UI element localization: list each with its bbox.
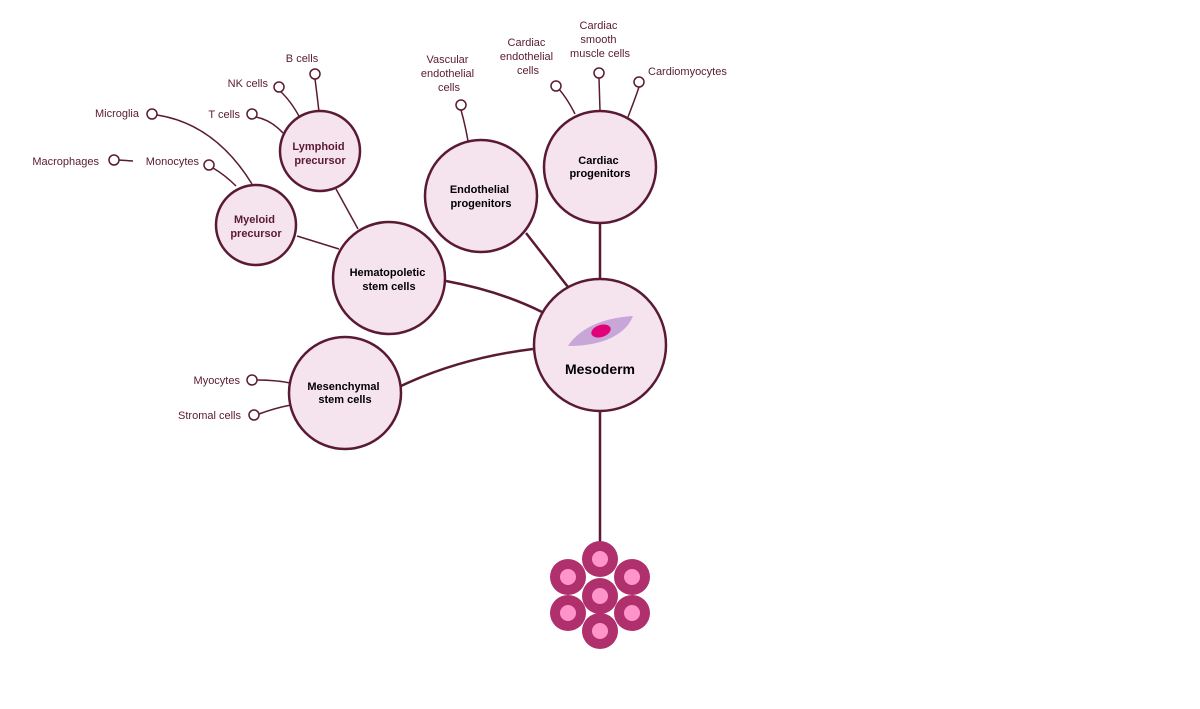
label-cardiac-endothelial-cells: Cardiac endothelial cells (500, 37, 556, 77)
label-vascular-endothelial-cells: Vascular endothelial cells (421, 54, 477, 94)
stem-myocytes (256, 379, 291, 384)
link-hematopoietic-myeloid (296, 235, 340, 250)
label-myeloid-precursor: Myeloid precursor (230, 214, 282, 240)
label-hematopoietic-stem-cells: Hematopoletic stem cells (350, 267, 429, 293)
label-cardiac-progenitors: Cardiac progenitors (569, 155, 630, 180)
dot-monocytes (203, 159, 215, 171)
stem-cardiomyocytes (627, 86, 640, 118)
dot-b-cells (309, 68, 321, 80)
label-b-cells: B cells (286, 53, 319, 65)
stem-b-cells (314, 78, 320, 113)
dot-stromal-cells (248, 409, 260, 421)
leaf-dots (108, 67, 645, 421)
cluster-cell-lower-right-nucleus (624, 605, 640, 621)
link-mesoderm-endothelial (525, 232, 569, 288)
cluster-cell-bottom (582, 613, 618, 649)
node-myeloid-precursor (214, 183, 298, 267)
link-hematopoietic-lymphoid (335, 188, 359, 230)
label-myocytes: Myocytes (194, 375, 241, 387)
label-macrophages: Macrophages (32, 156, 99, 168)
embryo-cell-cluster-icon (550, 541, 650, 649)
leaf-labels: Cardiac endothelial cells Cardiac smooth… (32, 20, 727, 422)
cluster-cell-top-nucleus (592, 551, 608, 567)
dot-cardiac-endothelial (550, 80, 562, 92)
label-mesenchymal-stem-cells: Mesenchymal stem cells (307, 381, 382, 406)
dot-t-cells (246, 108, 258, 120)
cluster-cell-upper-left-nucleus (560, 569, 576, 585)
cluster-cell-lower-right (614, 595, 650, 631)
node-mesoderm (532, 277, 668, 413)
dot-myocytes (246, 374, 258, 386)
stem-microglia (156, 114, 253, 185)
stem-t-cells (255, 116, 284, 134)
label-microglia: Microglia (95, 108, 140, 120)
stem-macrophages (117, 159, 134, 162)
stem-cardiac-smooth-muscle (598, 77, 601, 112)
label-t-cells: T cells (208, 109, 240, 121)
connectors (117, 77, 640, 548)
node-endothelial-progenitors (423, 138, 539, 254)
cluster-cell-upper-right (614, 559, 650, 595)
mesoderm-cell-icon (568, 316, 633, 346)
stem-nk-cells (279, 90, 301, 119)
stem-vascular-endothelial (460, 109, 469, 142)
node-circles (214, 109, 668, 451)
label-stromal-cells: Stromal cells (178, 410, 241, 422)
cluster-cell-upper-left (550, 559, 586, 595)
link-mesoderm-mesenchymal (400, 347, 534, 388)
label-monocytes: Monocytes (146, 156, 200, 168)
dot-cardiomyocytes (633, 76, 645, 88)
cluster-cell-center-nucleus (592, 588, 608, 604)
node-cardiac-progenitors (542, 109, 658, 225)
label-cardiac-smooth-muscle-cells: Cardiac smooth muscle cells (570, 20, 630, 60)
stem-stromal-cells (258, 404, 292, 415)
link-mesoderm-hematopoietic (445, 279, 543, 314)
node-hematopoietic-stem-cells (331, 220, 447, 336)
dot-vascular-endothelial (455, 99, 467, 111)
dot-nk-cells (273, 81, 285, 93)
label-nk-cells: NK cells (228, 78, 269, 90)
label-endothelial-progenitors: Endothelial progenitors (450, 184, 512, 210)
label-lymphoid-precursor: Lymphoid precursor (292, 141, 347, 167)
node-lymphoid-precursor (278, 109, 362, 193)
stem-monocytes (212, 167, 237, 187)
label-cardiomyocytes: Cardiomyocytes (648, 66, 727, 78)
cluster-cell-upper-right-nucleus (624, 569, 640, 585)
dot-cardiac-smooth-muscle (593, 67, 605, 79)
cluster-cell-bottom-nucleus (592, 623, 608, 639)
dot-microglia (146, 108, 158, 120)
cluster-cell-lower-left-nucleus (560, 605, 576, 621)
node-labels: Mesoderm Cardiac progenitors Endothelial… (230, 141, 635, 406)
node-mesenchymal-stem-cells (287, 335, 403, 451)
cluster-cell-center (582, 578, 618, 614)
cluster-cell-top (582, 541, 618, 577)
cluster-cell-lower-left (550, 595, 586, 631)
label-mesoderm: Mesoderm (565, 361, 635, 377)
dot-macrophages (108, 154, 120, 166)
